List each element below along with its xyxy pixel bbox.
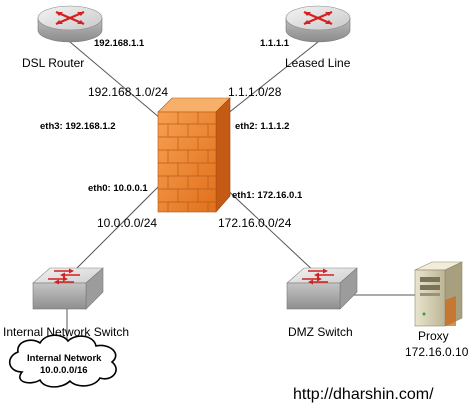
proxy-server-icon	[414, 261, 463, 327]
internal-network-cloud-line1: Internal Network	[27, 353, 102, 364]
link-firewall-dmz	[221, 184, 319, 276]
internal-switch-label: Internal Network Switch	[3, 325, 129, 339]
dsl-network-label: 192.168.1.0/24	[88, 85, 168, 99]
link-firewall-internal	[69, 184, 161, 276]
dmz-switch-label: DMZ Switch	[288, 325, 353, 339]
firewall-icon	[157, 97, 231, 213]
internal-network-label: 10.0.0.0/24	[97, 216, 157, 230]
eth0-label: eth0: 10.0.0.1	[88, 183, 148, 194]
dsl-router-label: DSL Router	[22, 56, 84, 70]
eth2-label: eth2: 1.1.1.2	[235, 121, 289, 132]
internal-network-cloud-line2: 10.0.0.0/16	[40, 365, 88, 376]
eth3-label: eth3: 192.168.1.2	[40, 121, 116, 132]
link-dsl-firewall	[69, 41, 161, 119]
proxy-ip: 172.16.0.10	[405, 345, 469, 359]
dmz-network-label: 172.16.0.0/24	[218, 216, 292, 230]
dsl-router-ip: 192.168.1.1	[94, 38, 145, 49]
eth1-label: eth1: 172.16.0.1	[232, 190, 303, 201]
leased-network-label: 1.1.1.0/28	[228, 85, 282, 99]
dmz-switch-icon	[286, 267, 358, 310]
dsl-router-icon	[37, 5, 103, 43]
internal-switch-icon	[32, 267, 104, 310]
internal-network-cloud-icon	[9, 334, 117, 388]
link-leased-firewall	[221, 41, 319, 119]
leased-line-router-icon	[285, 5, 351, 43]
source-url: http://dharshin.com/	[293, 386, 434, 403]
leased-line-ip: 1.1.1.1	[260, 38, 290, 49]
leased-line-label: Leased Line	[285, 56, 351, 70]
proxy-label: Proxy	[418, 329, 449, 343]
